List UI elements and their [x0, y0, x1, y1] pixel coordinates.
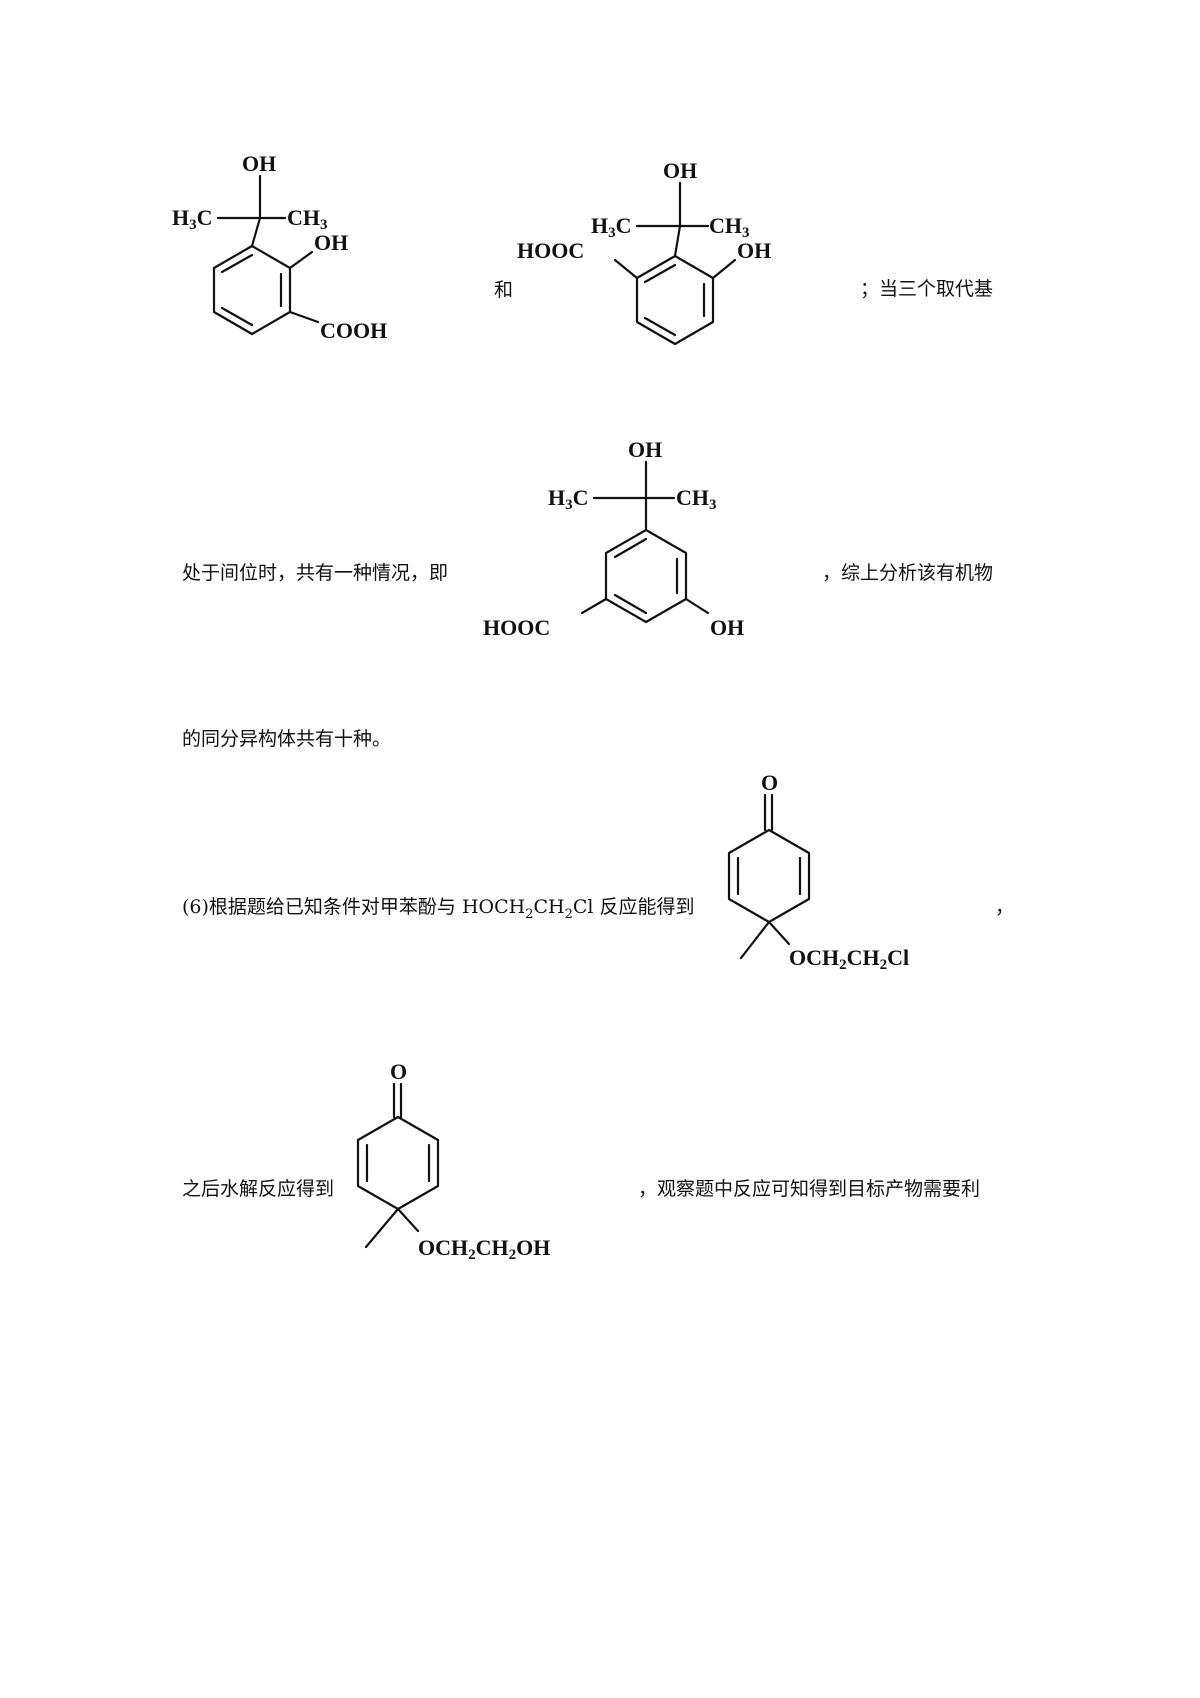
label-hooc: HOOC: [483, 615, 550, 640]
text-comma: ，: [995, 896, 1015, 918]
label-h3c: H3C: [591, 213, 632, 241]
text-meta-intro: 处于间位时，共有一种情况，即: [182, 562, 449, 584]
label-ketone-o: O: [390, 1059, 407, 1084]
label-oh: OH: [710, 615, 744, 640]
label-oh: OH: [663, 158, 697, 183]
text-hydrolysis: 之后水解反应得到: [182, 1178, 335, 1200]
label-oh: OH: [628, 437, 662, 462]
label-cooh: COOH: [320, 318, 387, 343]
label-ch3: CH3: [287, 205, 328, 233]
structure-e: O OCH2CH2OH: [356, 1059, 550, 1263]
text-step6: (6)根据题给已知条件对甲苯酚与 HOCH2CH2Cl 反应能得到: [182, 896, 695, 922]
structure-a: OH H3C CH3 OH COOH: [172, 151, 387, 343]
structure-d: O OCH2CH2Cl: [727, 770, 909, 973]
label-och2ch2cl: OCH2CH2Cl: [789, 945, 909, 973]
label-oh: OH: [242, 151, 276, 176]
text-semicolon: ；当三个取代基: [860, 278, 994, 300]
label-ketone-o: O: [761, 770, 778, 795]
label-ch3: CH3: [676, 485, 717, 513]
label-och2ch2oh: OCH2CH2OH: [418, 1235, 550, 1263]
text-and: 和: [494, 279, 514, 301]
structure-c: OH H3C CH3 HOOC OH: [483, 437, 744, 640]
label-h3c: H3C: [548, 485, 589, 513]
structure-b: OH H3C CH3 HOOC OH: [517, 158, 771, 346]
label-oh: OH: [314, 230, 348, 255]
text-isomer-count: 的同分异构体共有十种。: [182, 728, 392, 750]
label-oh: OH: [737, 238, 771, 263]
text-observe: ，观察题中反应可知得到目标产物需要利: [638, 1178, 981, 1200]
label-h3c: H3C: [172, 205, 213, 233]
label-ch3: CH3: [709, 213, 750, 241]
text-summary-tail: ，综上分析该有机物: [822, 562, 994, 584]
label-hooc: HOOC: [517, 238, 584, 263]
